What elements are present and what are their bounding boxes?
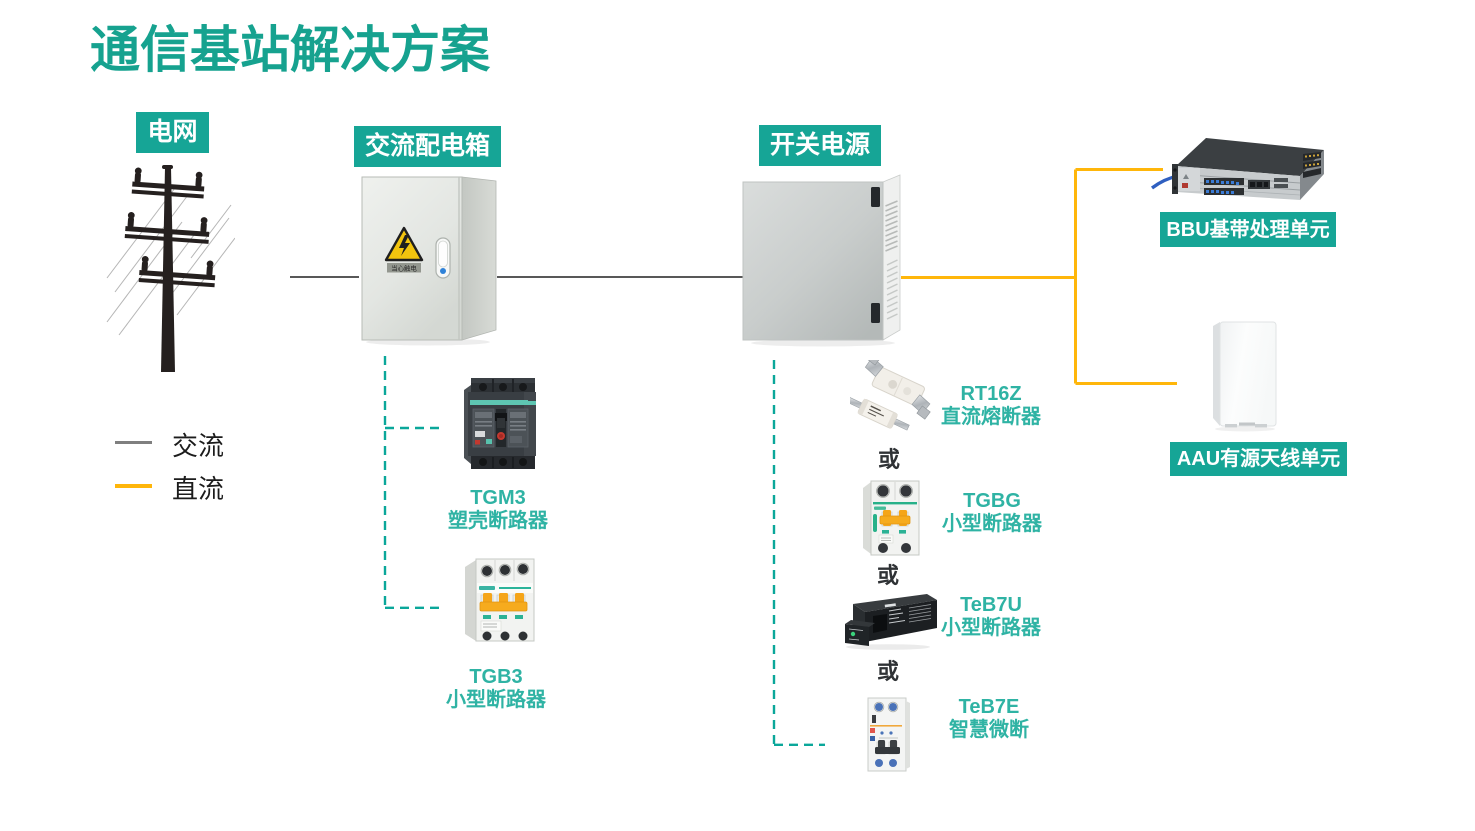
teb7e-desc: 智慧微断 — [949, 719, 1029, 741]
teb7e-label: TeB7E 智慧微断 — [949, 696, 1029, 742]
aau-label-text: AAU有源天线单元 — [1176, 448, 1341, 470]
warning-sticker-text: 当心触电 — [391, 264, 417, 273]
bbu-label-text: BBU基带处理单元 — [1166, 218, 1330, 241]
rt16z-model: RT16Z — [960, 383, 1022, 405]
or-separator-2: 或 — [876, 563, 900, 588]
power-label: 开关电源 — [759, 125, 881, 166]
tgbg-desc: 小型断路器 — [942, 513, 1042, 535]
ac-distribution-box-illustration: 当心触电 — [361, 176, 497, 346]
or-separator-3: 或 — [876, 659, 900, 684]
legend-dc-line — [115, 484, 152, 488]
legend-ac-line — [115, 441, 152, 444]
power-label-text: 开关电源 — [769, 131, 870, 159]
grid-label: 电网 — [136, 112, 209, 153]
tgb3-desc: 小型断路器 — [446, 689, 546, 711]
grid-label-text: 电网 — [147, 118, 198, 146]
dc-line — [901, 168, 1177, 385]
bbu-product-image — [1150, 138, 1324, 200]
legend-ac-label: 交流 — [172, 431, 225, 461]
page-title: 通信基站解决方案 — [90, 22, 490, 78]
teb7u-product-image — [845, 594, 937, 650]
teb7u-label: TeB7U 小型断路器 — [941, 594, 1041, 640]
rt16z-desc: 直流熔断器 — [941, 406, 1041, 428]
tgbg-product-image — [863, 480, 920, 556]
tgm3-label: TGM3 塑壳断路器 — [448, 487, 548, 533]
tgm3-product-image — [464, 378, 536, 469]
tgm3-model: TGM3 — [470, 487, 526, 509]
ac-box-label: 交流配电箱 — [354, 126, 501, 167]
teb7u-desc: 小型断路器 — [941, 617, 1041, 639]
switch-power-illustration — [742, 174, 901, 347]
aau-product-image — [1213, 321, 1277, 432]
aau-label: AAU有源天线单元 — [1170, 442, 1347, 476]
teb7e-product-image — [867, 697, 910, 772]
branch-dashed-line — [383, 356, 825, 746]
legend-dc-label: 直流 — [172, 474, 225, 504]
tgbg-model: TGBG — [963, 490, 1021, 512]
teb7e-model: TeB7E — [958, 696, 1020, 718]
or-separator-1: 或 — [877, 447, 901, 472]
rt16z-product-image — [850, 360, 931, 431]
tgbg-label: TGBG 小型断路器 — [942, 490, 1042, 536]
power-tower-illustration — [106, 165, 235, 372]
tgb3-label: TGB3 小型断路器 — [446, 666, 546, 712]
rt16z-label: RT16Z 直流熔断器 — [941, 383, 1041, 429]
tgb3-product-image — [465, 558, 535, 642]
tgm3-desc: 塑壳断路器 — [448, 510, 548, 532]
teb7u-model: TeB7U — [960, 594, 1022, 616]
ac-box-label-text: 交流配电箱 — [364, 132, 490, 160]
bbu-label: BBU基带处理单元 — [1160, 212, 1336, 247]
tgb3-model: TGB3 — [469, 666, 523, 688]
